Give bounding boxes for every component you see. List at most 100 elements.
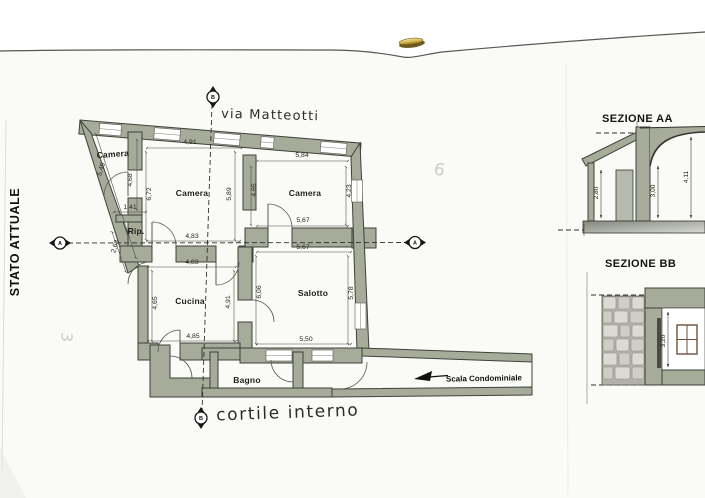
dimension: 4,23 <box>344 165 353 227</box>
section-line-bb <box>201 103 213 414</box>
room-label-camera-left: Camera <box>96 148 129 160</box>
dimension: 6,06 <box>254 254 263 346</box>
dim-label: 4,65 <box>152 296 159 309</box>
stone-texture <box>602 296 645 380</box>
section-marker-circle <box>408 235 422 250</box>
section-marker-b-top: B <box>206 86 220 108</box>
dim-label: 3,00 <box>650 184 657 197</box>
section-bb: SEZIONE BB 3,20 <box>586 258 705 404</box>
dimension: 5,78 <box>346 254 355 346</box>
wall-cucina-salotto-upper <box>237 246 253 301</box>
room-label-camera-mid: Camera <box>176 188 208 198</box>
section-aa-title: SEZIONE AA <box>602 113 673 125</box>
section-marker-a-left: A <box>49 236 71 250</box>
room-label-bagno: Bagno <box>233 375 260 385</box>
paper-left-edge <box>1 119 7 471</box>
dimension: 4,83 <box>145 233 242 243</box>
dimension: 1,41 <box>112 204 148 214</box>
dim-label: 5,50 <box>299 336 312 343</box>
section-marker-circle <box>194 411 208 425</box>
room-label-cucina: Cucina <box>175 296 205 306</box>
paper-top-edge <box>0 31 705 58</box>
section-aa: SEZIONE AA 2,80 3,00 4,11 <box>558 113 705 236</box>
dimension: 5,67 <box>255 217 350 228</box>
door-arc-bagno <box>270 359 294 383</box>
dimension: 4,91 <box>145 139 244 150</box>
dimension: 3,20 <box>660 311 670 368</box>
dim-label: 4,68 <box>127 173 134 186</box>
courtyard-label: cortile interno <box>216 401 360 426</box>
dim-label: 4,83 <box>185 233 198 240</box>
dim-label: 5,89 <box>226 187 233 200</box>
floor-plan: 4,91 6,72 5,89 4,83 5,84 4,65 <box>49 86 533 429</box>
dimension: 2,80 <box>593 169 603 219</box>
window-line <box>213 137 240 141</box>
dimension: 4,68 <box>127 138 139 212</box>
wall-camera-mid-right-divider <box>242 154 257 211</box>
dim-label: 6,06 <box>256 285 263 298</box>
section-marker-letter: A <box>413 241 417 247</box>
dim-label: 4,91 <box>183 139 196 146</box>
bb-window <box>676 324 698 355</box>
dimension: 3,00 <box>650 165 660 219</box>
door-arc-corridor-entrance <box>339 361 368 390</box>
aa-vault-arch <box>649 131 705 167</box>
plan-windows-top <box>98 122 348 155</box>
wall-camera-left-bottom <box>115 214 143 223</box>
section-marker-b-bottom: B <box>194 407 208 429</box>
section-marker-wedge <box>209 86 217 92</box>
section-bb-title: SEZIONE BB <box>605 258 676 270</box>
section-marker-wedge <box>197 407 205 413</box>
arrow-left-icon <box>414 371 432 381</box>
dimension: 4,11 <box>683 136 693 219</box>
aa-top-line <box>639 126 705 129</box>
paper-clip <box>398 37 424 46</box>
bb-stone-wall <box>601 295 646 386</box>
room-label-rip: Rip. <box>128 226 145 236</box>
section-marker-wedge <box>197 423 205 429</box>
paper-sheet <box>0 32 705 498</box>
dimension: 4,85 <box>146 333 238 343</box>
sheet-title: STATO ATTUALE <box>8 188 22 296</box>
section-line-aa <box>67 242 408 244</box>
wall-bagno-bottom <box>201 387 333 398</box>
dim-label: 4,65 <box>251 183 258 196</box>
door-arc-rip <box>127 261 151 285</box>
dimension: 5,84 <box>255 152 350 163</box>
bb-top-band <box>644 287 705 309</box>
section-lines: A A B B <box>49 86 426 429</box>
paper-fold-line <box>565 61 569 495</box>
dimension: 4,91 <box>225 269 236 343</box>
corner-shadow <box>0 448 26 498</box>
section-marker-letter: B <box>199 416 203 422</box>
plan-dimensions: 4,91 6,72 5,89 4,83 5,84 4,65 <box>94 133 355 346</box>
dimension: 6,72 <box>144 150 153 242</box>
dimension: 4,83 <box>146 259 238 269</box>
street-label: via Matteotti <box>221 107 319 125</box>
dim-label: 5,84 <box>295 152 308 159</box>
wall-a-seg2 <box>175 245 217 263</box>
aa-center-wall <box>635 126 651 222</box>
dim-label: 4,83 <box>185 259 198 266</box>
section-marker-wedge <box>404 239 410 246</box>
wall-a-seg1 <box>119 245 153 263</box>
wall-bagno-right <box>292 351 304 389</box>
dimension: 5,50 <box>255 336 353 346</box>
wall-cucina-left <box>137 265 149 346</box>
dim-label: 3,20 <box>660 334 667 347</box>
dim-label: 5,67 <box>296 217 309 224</box>
dimension: 5,67 <box>255 244 353 254</box>
wall-bagno-left <box>209 351 219 389</box>
door-arc-courtyard-hall <box>169 355 193 379</box>
window-line <box>320 146 347 150</box>
dim-label: 5,78 <box>348 286 355 299</box>
stair-callout: Scala Condominiale <box>414 371 523 384</box>
dimension: 4,65 <box>150 269 159 343</box>
wall-b-seg1 <box>244 227 269 248</box>
section-marker-a-right: A <box>404 235 426 250</box>
aa-vault-spandrel <box>650 127 705 166</box>
bb-door-leaf <box>657 318 661 368</box>
